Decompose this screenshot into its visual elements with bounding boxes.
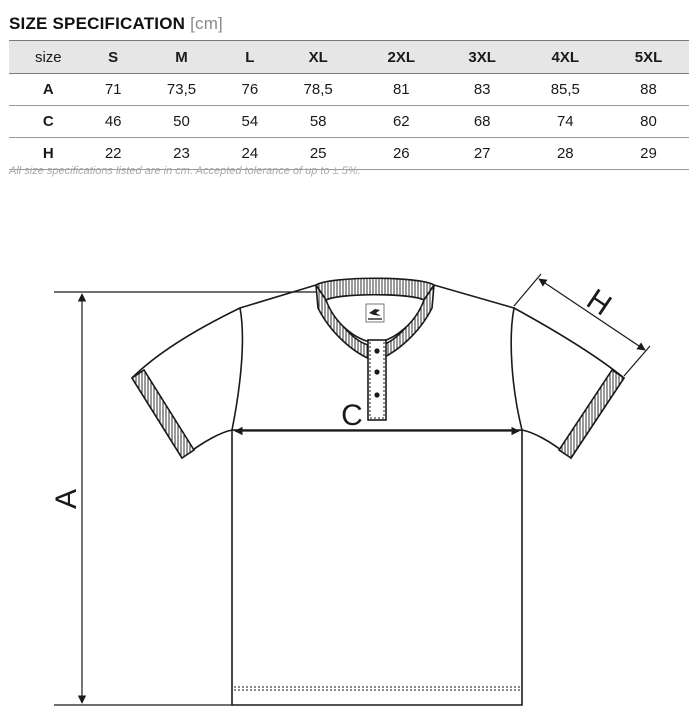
left-cuff: [130, 368, 196, 460]
table-cell: 62: [360, 105, 442, 138]
table-cell: 24: [224, 137, 276, 170]
table-cell: 23: [138, 137, 225, 170]
size-column-header: 3XL: [441, 40, 523, 74]
bird-logo-icon: [369, 309, 381, 316]
body-outline: [231, 429, 523, 706]
size-column-header: XL: [275, 40, 361, 74]
table-cell: 25: [275, 137, 361, 170]
table-cell: 80: [608, 105, 689, 138]
table-cell: 83: [441, 73, 523, 106]
dimension-c-label: C: [341, 399, 363, 432]
button-icon: [374, 348, 380, 354]
dimension-a: [54, 291, 316, 706]
size-column-header: 2XL: [360, 40, 442, 74]
dimension-h: [513, 273, 651, 377]
table-cell: 73,5: [138, 73, 225, 106]
table-cell: 46: [87, 105, 139, 138]
title-text: SIZE SPECIFICATION: [9, 14, 186, 33]
title-unit: [cm]: [190, 14, 223, 33]
size-column-header: 4XL: [522, 40, 609, 74]
tolerance-note: All size specifications listed are in cm…: [9, 165, 361, 177]
button-icon: [374, 392, 380, 398]
table-cell: 71: [87, 73, 139, 106]
table-cell: 26: [360, 137, 442, 170]
size-column-header: 5XL: [608, 40, 689, 74]
placket-buttons: [374, 348, 380, 398]
table-cell: 50: [138, 105, 225, 138]
page-title: SIZE SPECIFICATION [cm]: [9, 14, 223, 34]
size-column-header: L: [224, 40, 276, 74]
table-cell: 29: [608, 137, 689, 170]
size-column-header: S: [87, 40, 139, 74]
corner-cell: size: [9, 40, 88, 74]
table-cell: 76: [224, 73, 276, 106]
table-cell: 88: [608, 73, 689, 106]
table-cell: 22: [87, 137, 139, 170]
placket: [367, 339, 387, 421]
table-row: H 22 23 24 25 26 27 28 29: [9, 137, 689, 170]
polo-body: [130, 277, 626, 706]
table-cell: 58: [275, 105, 361, 138]
table-cell: 85,5: [522, 73, 609, 106]
size-table: size S M L XL 2XL 3XL 4XL 5XL A 71 73,5 …: [9, 40, 689, 170]
dimension-h-label: H: [581, 283, 617, 322]
table-cell: 78,5: [275, 73, 361, 106]
button-icon: [374, 369, 380, 375]
row-label: A: [9, 73, 88, 106]
size-column-header: M: [138, 40, 225, 74]
table-cell: 81: [360, 73, 442, 106]
table-cell: 28: [522, 137, 609, 170]
dimension-a-label: A: [50, 489, 83, 509]
table-cell: 74: [522, 105, 609, 138]
right-cuff: [557, 368, 626, 460]
neck-label: [365, 303, 385, 323]
size-header-row: size S M L XL 2XL 3XL 4XL 5XL: [9, 40, 689, 74]
table-cell: 27: [441, 137, 523, 170]
table-cell: 68: [441, 105, 523, 138]
table-row: A 71 73,5 76 78,5 81 83 85,5 88: [9, 73, 689, 106]
table-cell: 54: [224, 105, 276, 138]
table-row: C 46 50 54 58 62 68 74 80: [9, 105, 689, 138]
row-label: C: [9, 105, 88, 138]
row-label: H: [9, 137, 88, 170]
